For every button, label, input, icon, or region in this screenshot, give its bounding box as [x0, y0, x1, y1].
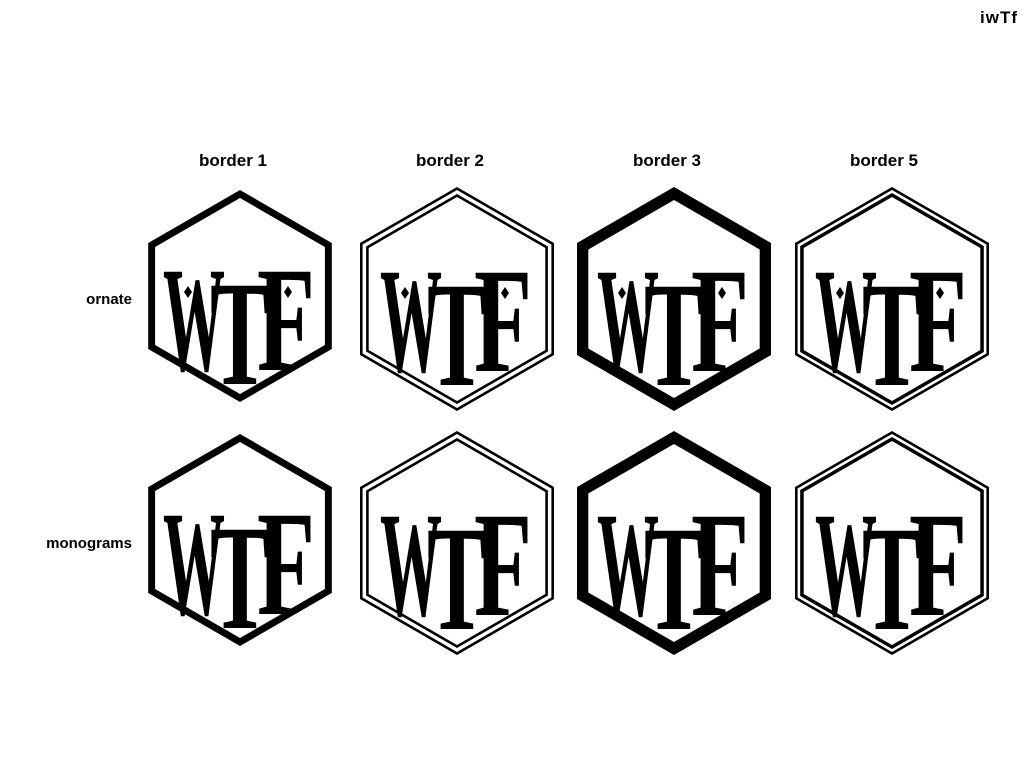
ornament-diamond: [234, 286, 242, 298]
column-header-border-2: border 2: [415, 151, 485, 170]
column-header-border-1: border 1: [198, 151, 268, 170]
letter-t: T: [210, 251, 270, 408]
letter-t: T: [210, 495, 270, 652]
ornament-diamond: [401, 287, 409, 299]
brand-logo: iwTf: [980, 8, 1018, 27]
row-label-monograms: monograms: [46, 535, 132, 552]
hex-inner-field: [588, 444, 760, 642]
letter-t: T: [862, 496, 922, 658]
ornament-diamond: [668, 287, 676, 299]
letter-w: W: [815, 238, 877, 404]
letter-w: W: [163, 481, 225, 647]
letter-f: F: [257, 481, 315, 647]
letter-w: W: [380, 482, 442, 648]
ornament-diamond: [284, 286, 292, 298]
letter-f: F: [909, 482, 967, 648]
letter-w: W: [380, 238, 442, 404]
letter-w: W: [815, 482, 877, 648]
ornament-diamond: [936, 287, 944, 299]
letter-t: T: [644, 496, 704, 658]
letter-f: F: [691, 238, 749, 404]
ornament-diamond: [886, 287, 894, 299]
hex-inner-field: [368, 197, 546, 401]
letter-f: F: [909, 238, 967, 404]
hex-inner-field: [803, 441, 981, 645]
letter-w: W: [597, 482, 659, 648]
ornament-diamond: [718, 287, 726, 299]
letter-t: T: [427, 496, 487, 658]
column-header-border-5: border 5: [849, 151, 919, 170]
hex-inner-field: [368, 441, 546, 645]
letter-t: T: [644, 252, 704, 414]
letter-f: F: [474, 482, 532, 648]
hex-inner-field: [803, 197, 981, 401]
letter-w: W: [597, 238, 659, 404]
ornament-diamond: [836, 287, 844, 299]
ornament-diamond: [184, 286, 192, 298]
ornament-diamond: [501, 287, 509, 299]
letter-t: T: [862, 252, 922, 414]
column-header-border-3: border 3: [632, 151, 702, 170]
hex-inner-field: [588, 200, 760, 398]
ornament-diamond: [451, 287, 459, 299]
letter-f: F: [474, 238, 532, 404]
hex-inner-field: [155, 198, 325, 394]
letter-w: W: [163, 237, 225, 403]
letter-f: F: [691, 482, 749, 648]
row-label-ornate: ornate: [86, 291, 132, 308]
letter-f: F: [257, 237, 315, 403]
hex-inner-field: [155, 442, 325, 638]
letter-t: T: [427, 252, 487, 414]
ornament-diamond: [618, 287, 626, 299]
